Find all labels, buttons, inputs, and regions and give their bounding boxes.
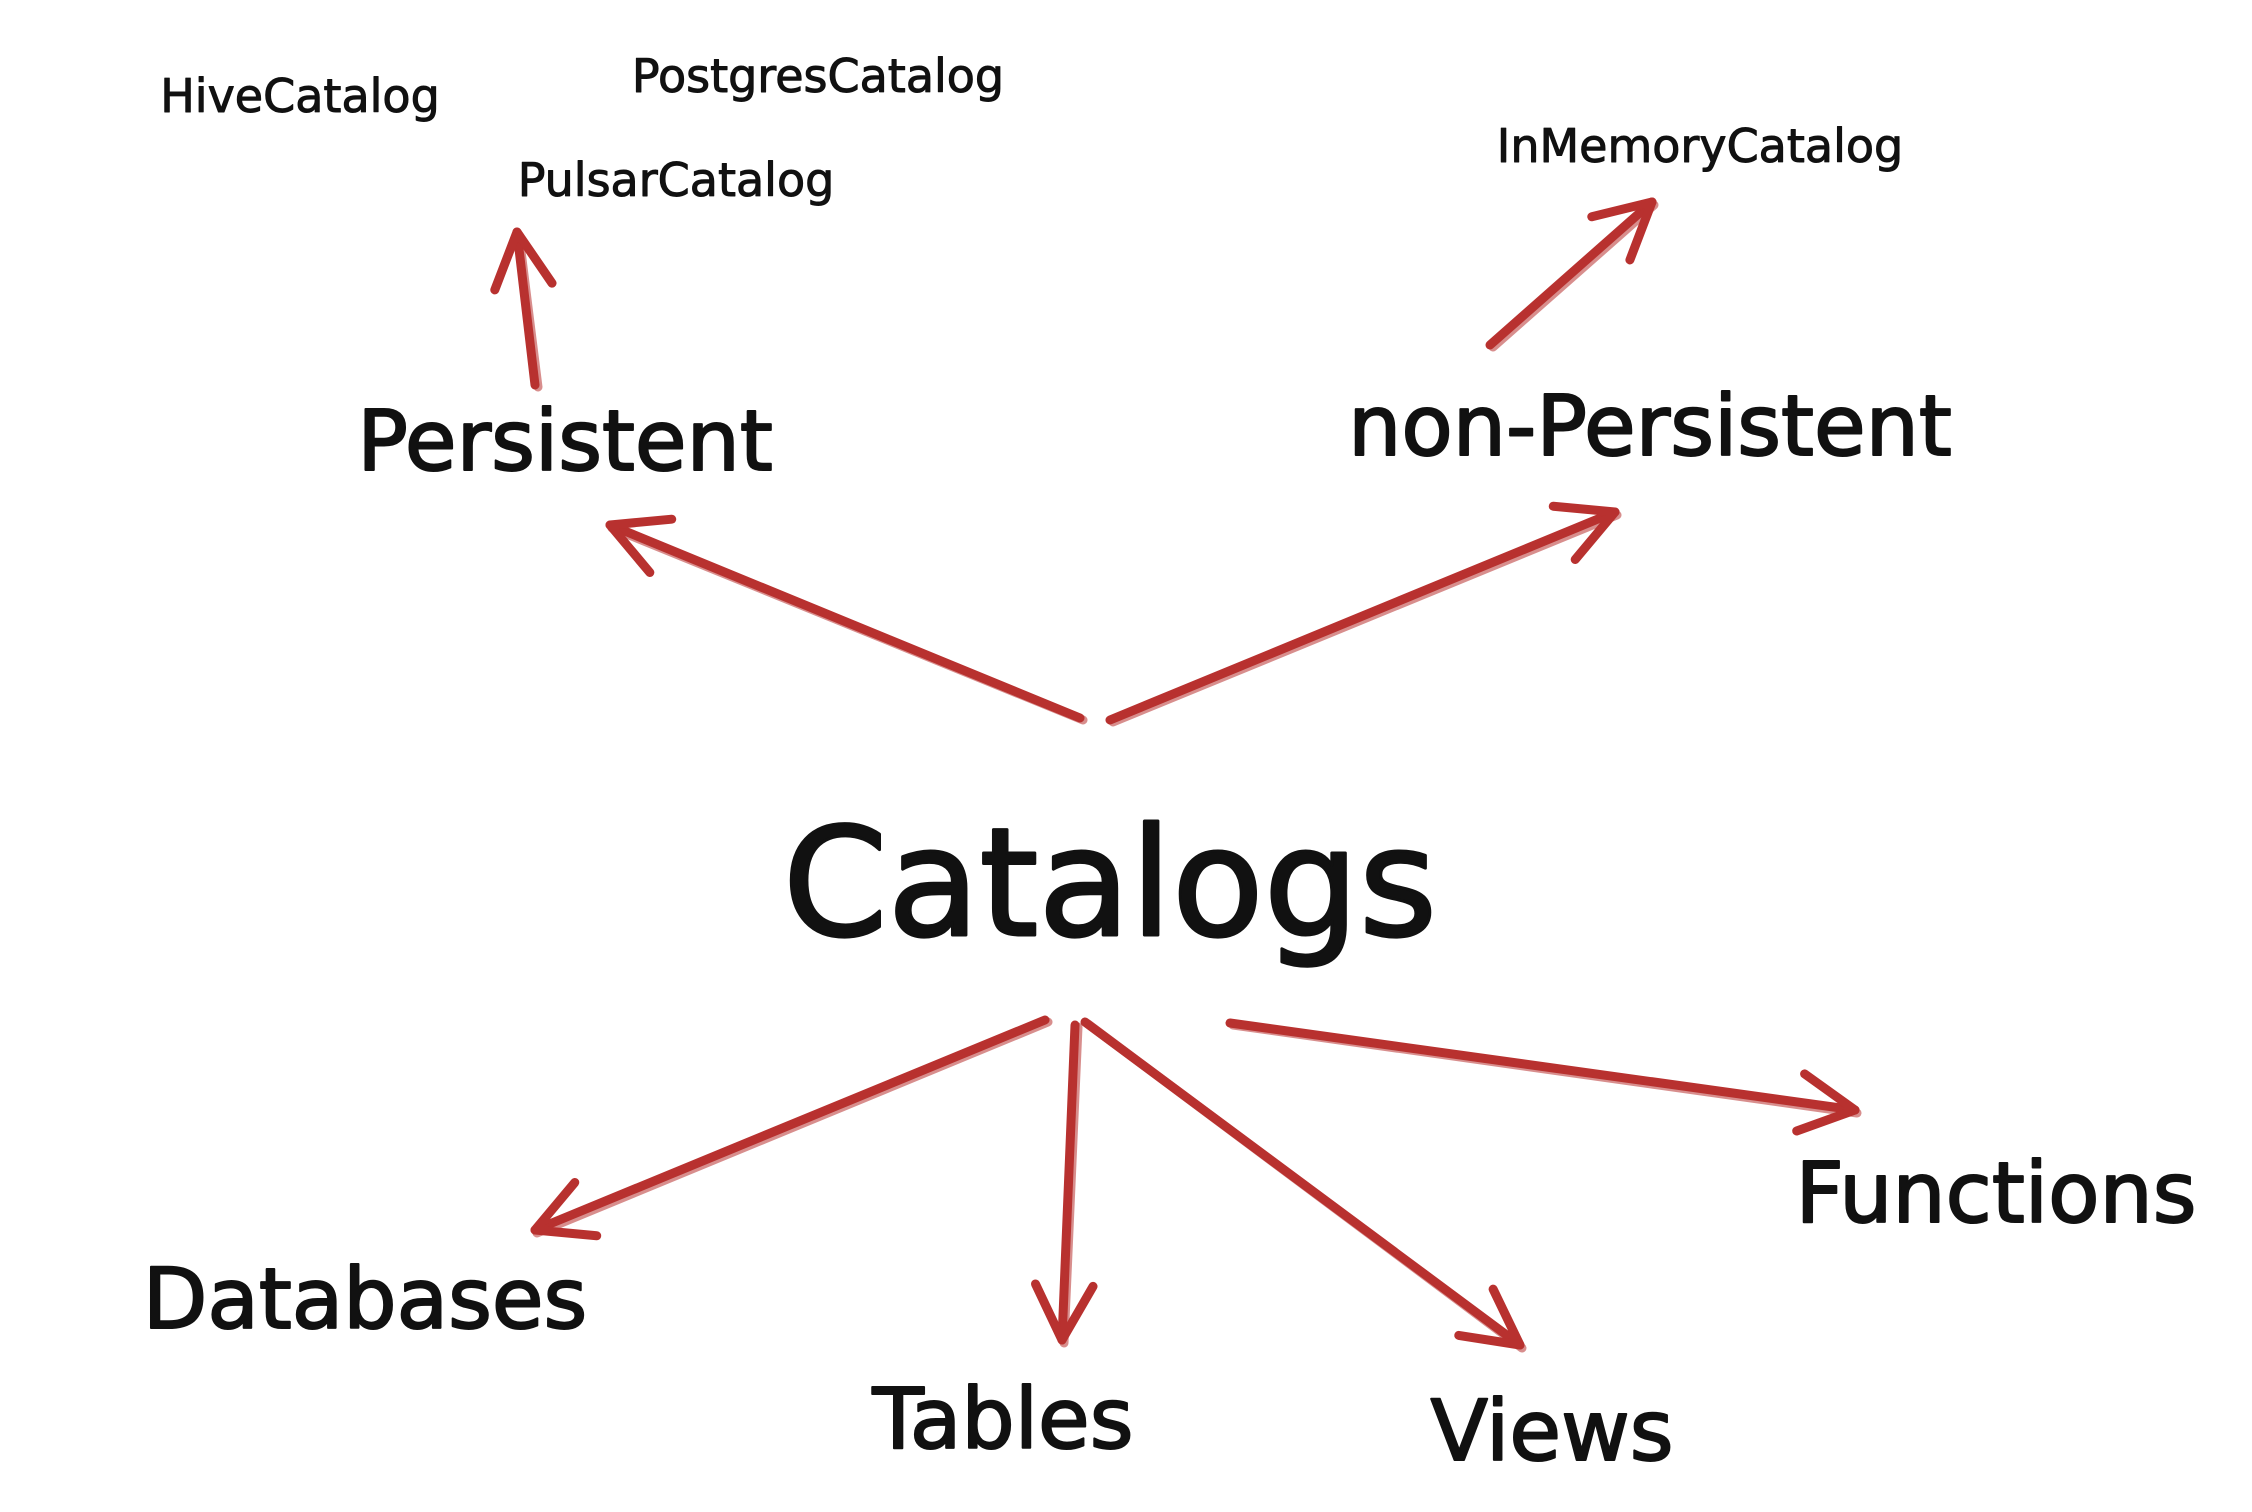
arrows-layer: [490, 197, 1862, 1353]
arrow-to-pulsar-catalog: [490, 227, 557, 392]
arrow-to-tables: [1030, 1020, 1098, 1348]
arrow-shaft-sketch: [1059, 1022, 1083, 1348]
arrow-shaft-sketch: [514, 230, 543, 392]
arrow-shaft-sketch: [1228, 1020, 1862, 1118]
hive-catalog-label: HiveCatalog: [160, 69, 440, 123]
pulsar-catalog-label: PulsarCatalog: [518, 153, 835, 207]
postgres-catalog-label: PostgresCatalog: [632, 49, 1004, 103]
arrow-to-in-memory-catalog: [1485, 197, 1659, 352]
functions-label: Functions: [1795, 1144, 2196, 1242]
arrow-head: [605, 514, 677, 578]
tables-label: Tables: [872, 1370, 1134, 1468]
arrow-to-functions: [1225, 1018, 1862, 1136]
arrow-head: [1587, 197, 1657, 265]
views-label: Views: [1430, 1382, 1673, 1480]
arrow-head: [1548, 501, 1620, 565]
arrow-to-persistent: [605, 514, 1088, 725]
arrow-shaft-sketch: [607, 523, 1088, 725]
persistent-label: Persistent: [357, 392, 773, 490]
arrow-shaft-sketch: [532, 1017, 1053, 1238]
arrow-head: [530, 1177, 602, 1241]
arrow-shaft-sketch: [1108, 510, 1622, 727]
arrow-head: [490, 227, 557, 295]
arrow-head: [1454, 1284, 1525, 1350]
arrow-to-databases: [530, 1015, 1053, 1241]
arrow-head: [1030, 1279, 1098, 1345]
non-persistent-label: non-Persistent: [1348, 377, 1952, 475]
databases-label: Databases: [143, 1250, 588, 1348]
arrow-to-views: [1080, 1017, 1527, 1353]
catalogs-center-label: Catalogs: [783, 797, 1437, 971]
arrow-to-non-persistent: [1105, 501, 1622, 727]
arrow-head: [1792, 1069, 1860, 1136]
arrow-shaft-sketch: [1488, 200, 1659, 352]
arrow-shaft-sketch: [1083, 1019, 1527, 1353]
in-memory-catalog-label: InMemoryCatalog: [1497, 119, 1903, 173]
